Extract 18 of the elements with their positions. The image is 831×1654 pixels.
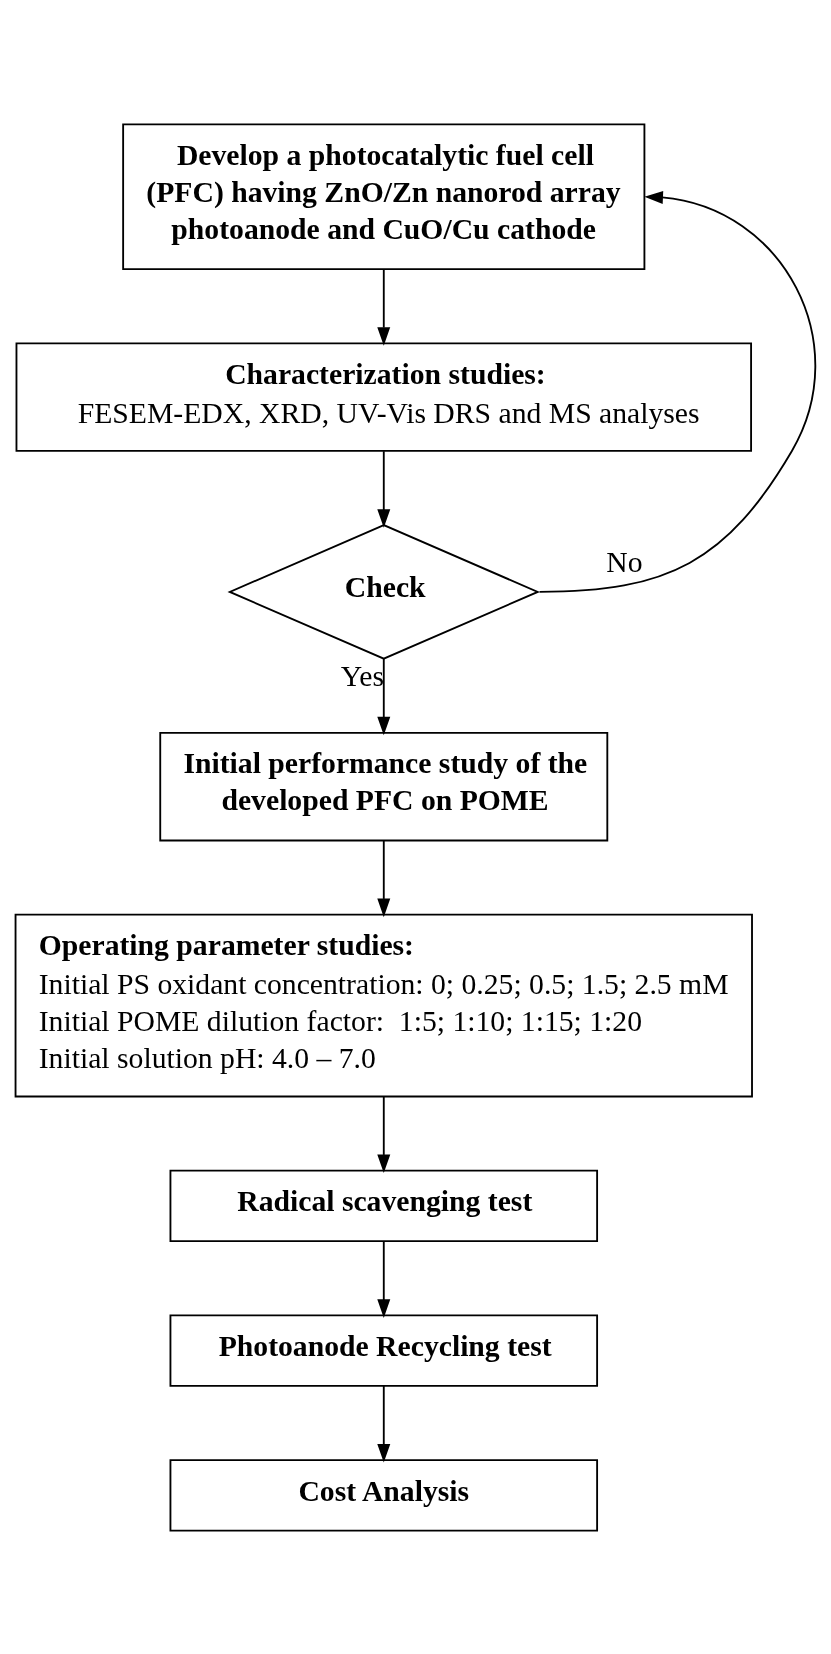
arrow [377,1095,391,1173]
arrow [377,839,391,917]
arrow [377,268,391,346]
node-box: Develop a photocatalytic fuel cell (PFC) having ZnO/Zn nanorod array photoanode and CuO/Cu cathode [122,123,646,270]
arrow [377,1239,391,1318]
node-box: Characterization studies: FESEM-EDX, XRD, UV-Vis DRS and MS analyses [15,341,752,452]
edge-label: No [606,545,643,578]
edge-label: Yes [340,659,385,692]
arrow [538,190,817,593]
node-box: Operating parameter studies: Initial PS oxidant concentration: 0; 0.25; 0.5; 1.5; 2.5 mM Initial POME dilution factor: 1:5; 1:10; 1:15; 1:20 Initial solution pH: 4.0 – 7.0 [14,913,753,1097]
arrow [377,657,391,735]
node-box: Photoanode Recycling test [169,1313,599,1387]
node-box: Radical scavenging test [169,1169,599,1242]
node-box: Cost Analysis [169,1458,599,1531]
arrow [377,449,391,528]
node-box: Initial performance study of the developed PFC on POME [159,731,609,841]
node-diamond: Check [227,523,541,660]
arrow [377,1384,391,1463]
